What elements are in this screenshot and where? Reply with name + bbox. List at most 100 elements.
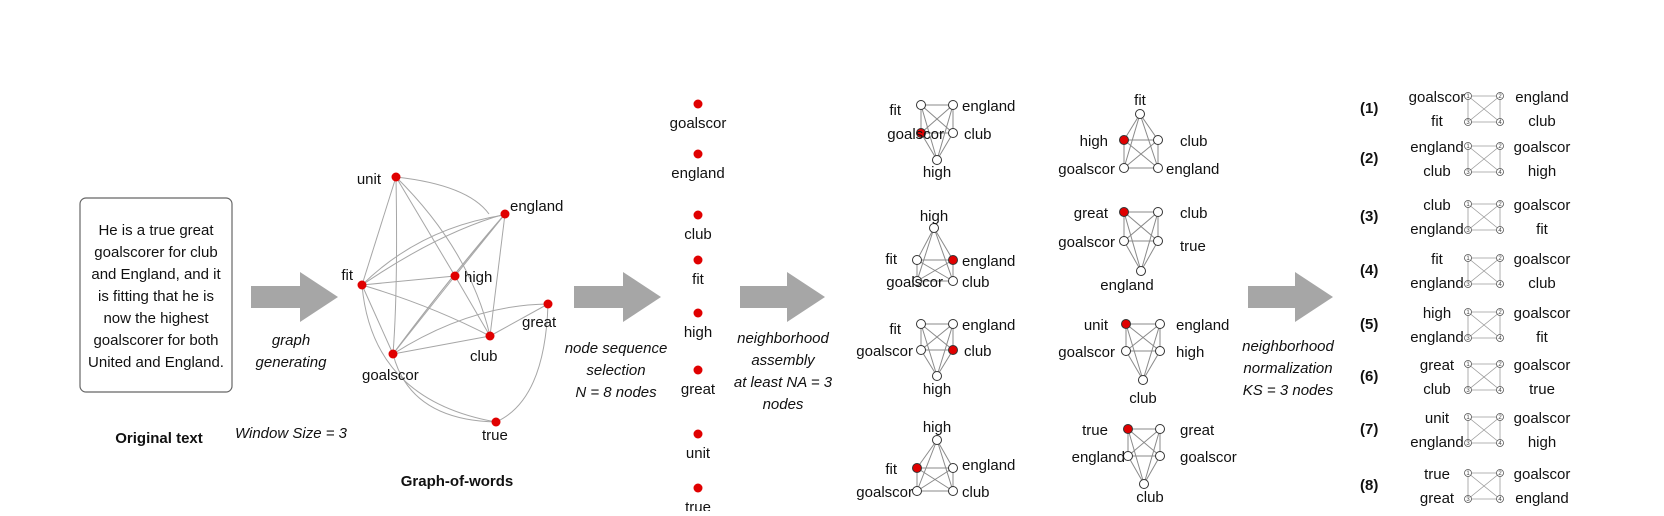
neighborhood-edge — [916, 259, 954, 282]
row-index: (7) — [1360, 421, 1378, 438]
text-line: and England, and it — [91, 266, 221, 283]
neighborhood-label: goalscor — [887, 126, 944, 143]
neighbor-node — [1155, 346, 1165, 356]
normalized-node-number: 2 — [1498, 256, 1502, 262]
normalized-node-number: 4 — [1498, 497, 1502, 503]
caption-line: nodes — [763, 396, 804, 413]
normalized-label-top-left: true — [1424, 466, 1450, 483]
neighborhood-label: true — [1082, 422, 1108, 439]
original-text-box — [79, 197, 233, 393]
caption-line: KS = 3 nodes — [1243, 382, 1334, 399]
normalized-label-top-right: england — [1515, 89, 1568, 106]
neighborhood-edge — [936, 439, 954, 469]
neighborhood-edge — [1139, 113, 1159, 141]
normalized-node-number: 3 — [1466, 336, 1470, 342]
neighbor-node — [932, 155, 942, 165]
sequence-node-label: high — [684, 324, 712, 341]
normalized-edge — [1467, 203, 1501, 231]
normalized-node — [1464, 226, 1472, 234]
neighborhood-edge — [1140, 240, 1159, 272]
neighbor-node — [1155, 451, 1165, 461]
neighborhood-edge — [1142, 323, 1161, 381]
neighborhood-edge — [916, 467, 954, 492]
neighborhood-edge — [1123, 211, 1159, 242]
normalized-label-bottom-right: club — [1528, 275, 1556, 292]
neighborhood-label: club — [962, 274, 990, 291]
neighborhood-label: fit — [885, 461, 898, 478]
normalized-label-top-right: goalscor — [1514, 305, 1571, 322]
normalized-label-bottom-right: england — [1515, 490, 1568, 507]
neighborhood-label: goalscor — [856, 343, 913, 360]
normalized-node — [1496, 413, 1504, 421]
neighborhood-label: england — [1176, 317, 1229, 334]
neighborhood-label: high — [1080, 133, 1108, 150]
normalized-node — [1464, 386, 1472, 394]
sequence-node — [693, 149, 703, 159]
sequence-node — [693, 308, 703, 318]
text-line: United and England. — [88, 354, 224, 371]
normalized-label-bottom-left: club — [1423, 381, 1451, 398]
neighbor-node — [1153, 207, 1163, 217]
normalized-label-top-left: high — [1423, 305, 1451, 322]
row-index: (1) — [1360, 100, 1378, 117]
neighborhood-label: club — [962, 484, 990, 501]
normalized-label-bottom-right: fit — [1536, 329, 1549, 346]
neighborhood-label: club — [1180, 133, 1208, 150]
neighborhood-label: club — [1129, 390, 1157, 407]
neighborhood-edge — [933, 227, 954, 282]
caption-line: neighborhood — [737, 330, 829, 347]
normalized-label-bottom-right: high — [1528, 434, 1556, 451]
graph-node-label: goalscor — [362, 367, 419, 384]
normalized-node — [1464, 200, 1472, 208]
neighborhood-label: england — [962, 98, 1015, 115]
neighborhood-label: goalscor — [1058, 344, 1115, 361]
normalized-label-bottom-left: fit — [1431, 113, 1444, 130]
neighbor-node — [916, 345, 926, 355]
neighborhood-label: club — [1180, 205, 1208, 222]
normalized-label-bottom-left: england — [1410, 329, 1463, 346]
neighbor-node — [1139, 479, 1149, 489]
normalized-edge — [1467, 257, 1501, 285]
neighborhood-label: england — [1100, 277, 1153, 294]
step-captions: graph generating node sequence selection… — [256, 330, 1335, 413]
neighborhood-label: club — [964, 126, 992, 143]
neighbor-node — [1135, 109, 1145, 119]
normalized-label-top-right: goalscor — [1514, 410, 1571, 427]
sequence-node — [693, 255, 703, 265]
neighbor-node — [948, 100, 958, 110]
neighborhood-edge — [1127, 455, 1145, 485]
neighbor-node — [1119, 236, 1129, 246]
normalized-node — [1496, 118, 1504, 126]
caption-line: neighborhood — [1242, 338, 1334, 355]
normalized-label-top-left: great — [1420, 357, 1455, 374]
graph-node — [491, 417, 501, 427]
neighborhood-edge — [936, 349, 954, 377]
neighborhood-label: fit — [889, 321, 902, 338]
row-index: (2) — [1360, 150, 1378, 167]
sequence-node-label: club — [684, 226, 712, 243]
normalized-node-number: 3 — [1466, 170, 1470, 176]
root-node — [948, 345, 958, 355]
neighbor-node — [916, 100, 926, 110]
row-index: (6) — [1360, 368, 1378, 385]
normalized-node — [1464, 92, 1472, 100]
neighborhood-label: fit — [889, 102, 902, 119]
normalized-node-number: 4 — [1498, 228, 1502, 234]
neighborhood-edge — [1123, 113, 1141, 169]
neighborhood-edge — [920, 323, 954, 351]
normalized-node — [1496, 469, 1504, 477]
neighborhood-label: goalscor — [1180, 449, 1237, 466]
neighborhood-edge — [1123, 113, 1141, 141]
normalized-node-number: 1 — [1466, 256, 1470, 262]
normalized-node-number: 2 — [1498, 310, 1502, 316]
normalized-label-bottom-right: fit — [1536, 221, 1549, 238]
row-index: (3) — [1360, 208, 1378, 225]
arrow-normalization — [1248, 272, 1333, 322]
normalized-edge — [1467, 145, 1501, 173]
normalized-label-top-right: goalscor — [1514, 197, 1571, 214]
